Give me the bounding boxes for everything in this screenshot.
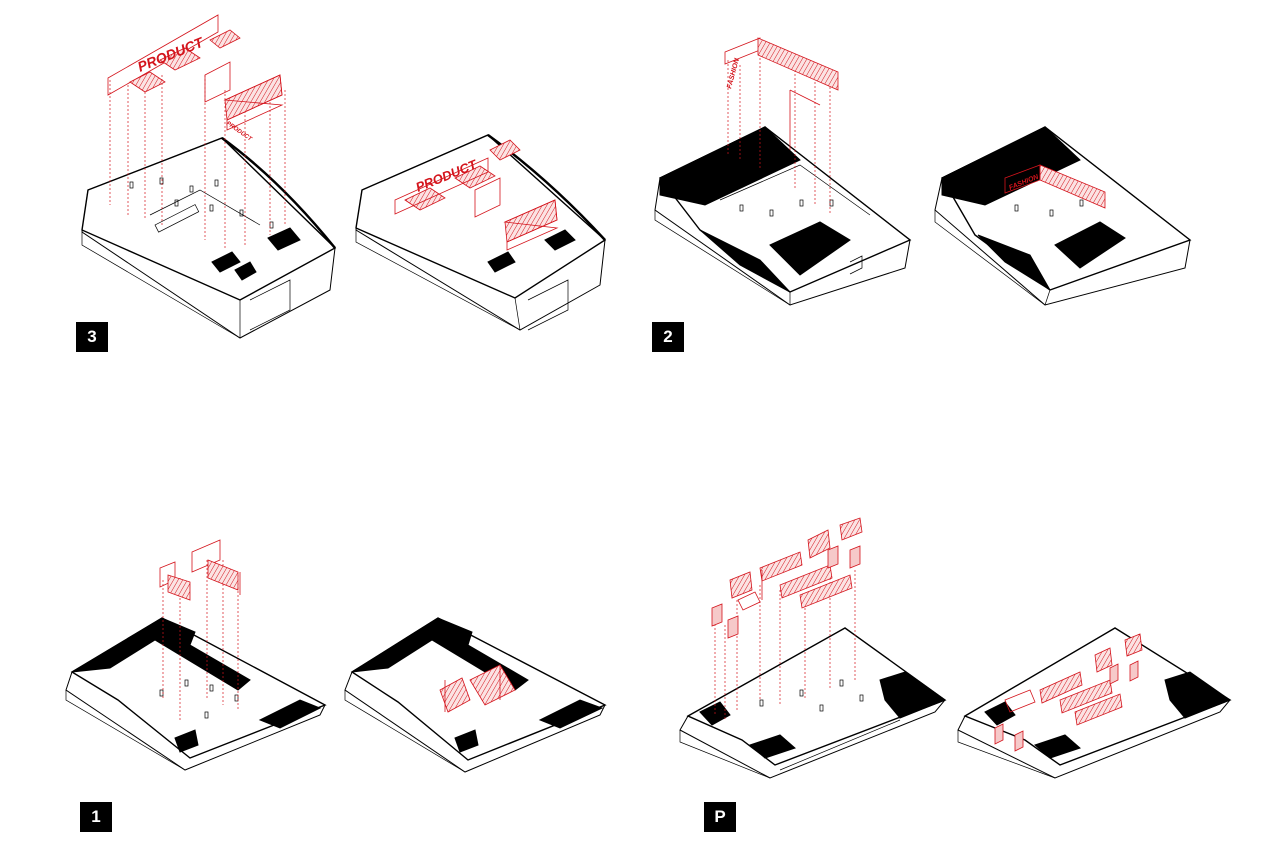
floor-3-assembled-axon: PRODUCT (355, 133, 607, 331)
floor-3-exploded-slab (81, 137, 337, 301)
floor-1-exploded-slab (70, 617, 327, 759)
floor-p-badge: P (704, 802, 736, 832)
floor-1-display-placed-right (469, 664, 516, 706)
floor-1-display-left (167, 574, 191, 601)
floor-1-badge: 1 (80, 802, 112, 832)
floor-p-exploded-axon (679, 517, 947, 779)
floor-2-assembled-axon: FASHION (934, 126, 1192, 306)
product-frame-3 (107, 14, 219, 96)
fashion-sign-2 (724, 37, 761, 65)
floor-1-exploded-axon (65, 539, 327, 771)
fashion-shelving-2 (757, 37, 839, 91)
floor-2-badge: 2 (652, 322, 684, 352)
floor-2-black-area-top (659, 126, 801, 206)
floor-p-rack-3 (779, 564, 833, 599)
floor-1-assembled-axon (344, 617, 607, 773)
floor-p-rack-2 (759, 551, 803, 582)
floor-p-rack-4 (799, 574, 853, 609)
floor-p-exploded-slab (686, 627, 947, 766)
floor-3-core-2 (267, 227, 301, 251)
floor-3-core-1 (211, 251, 241, 273)
floor-p-assembled-axon (957, 627, 1232, 779)
floor-1-black-area-top (71, 617, 251, 691)
floor-3-exploded-axon: PRODUCT PRODUCT (81, 14, 337, 339)
floor-p-rack-1 (729, 571, 753, 599)
floor-2-black-area-bottom (769, 221, 851, 276)
floor-p-rack-placed-1 (1039, 671, 1083, 704)
floor-3-badge: 3 (76, 322, 108, 352)
floor-3-assembled-slab (355, 134, 607, 299)
floor-p-black-area-right (879, 671, 947, 719)
floor-1-display-right (207, 559, 239, 591)
product-counter-3 (224, 74, 283, 121)
floor-3-product-label: PRODUCT (135, 33, 207, 74)
floor-2-exploded-axon: FASHION (654, 37, 912, 306)
floor-2-fashion-label: FASHION (726, 57, 741, 90)
